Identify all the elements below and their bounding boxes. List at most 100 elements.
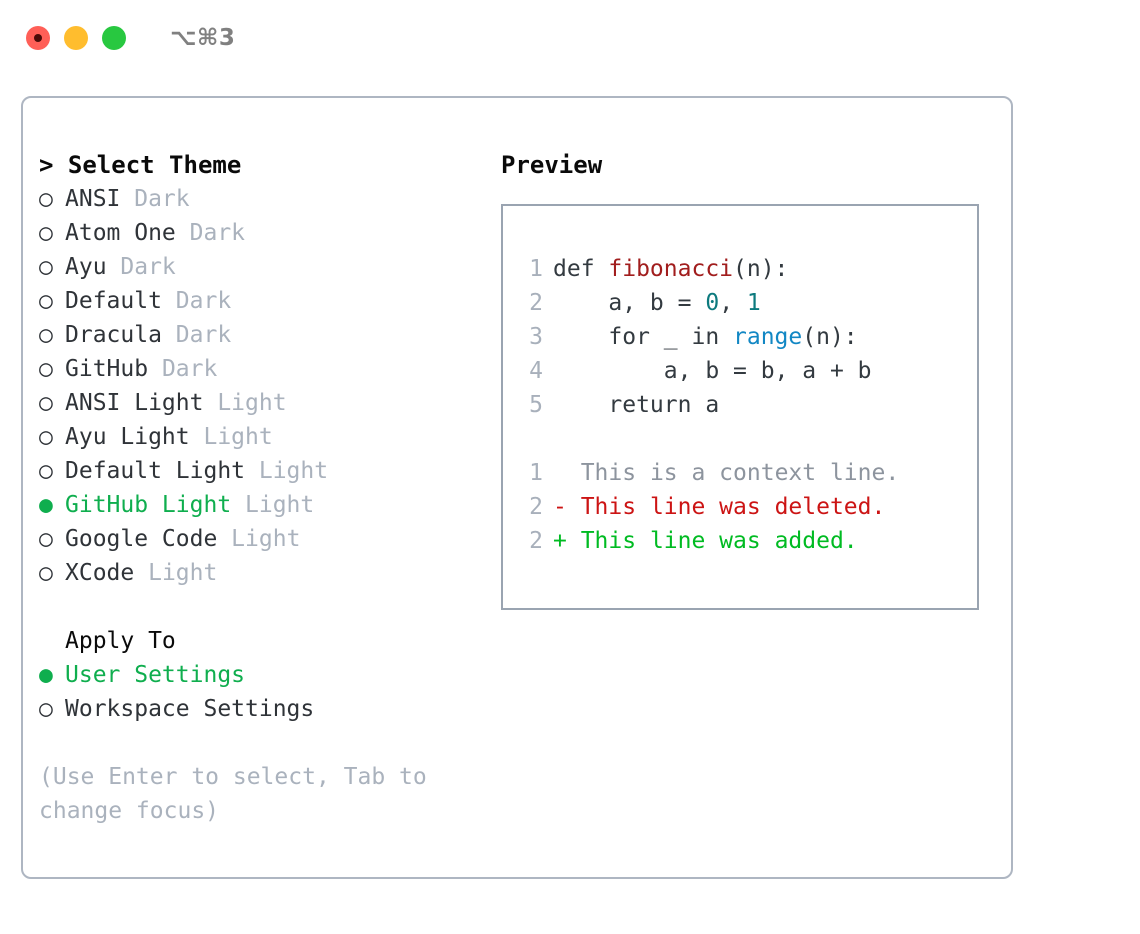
- code-line: 5 return a: [521, 388, 977, 422]
- code-token: fibonacci: [608, 256, 734, 282]
- theme-item[interactable]: ○ Google Code Light: [39, 522, 489, 556]
- theme-item[interactable]: ○ANSI Dark: [39, 182, 489, 216]
- keyboard-hint-text: (Use Enter to select, Tab to change focu…: [39, 764, 427, 824]
- theme-item-name: Dracula: [65, 322, 162, 348]
- line-number: 1: [529, 460, 543, 486]
- code-line: 3 for _ in range(n):: [521, 320, 977, 354]
- radio-unselected-icon: ○: [39, 186, 53, 212]
- diff-text: This line was deleted.: [580, 494, 886, 520]
- theme-item[interactable]: ○ Ayu Dark: [39, 250, 489, 284]
- apply-to-option-label: Workspace Settings: [65, 696, 315, 722]
- line-number: 5: [529, 392, 543, 418]
- theme-item-name: XCode: [65, 560, 135, 586]
- line-number: 1: [529, 256, 543, 282]
- apply-to-option[interactable]: ● User Settings: [39, 658, 489, 692]
- theme-item-name: Default: [65, 288, 162, 314]
- theme-item-name: Default Light: [65, 458, 246, 484]
- keyboard-shortcut-label: ⌥⌘3: [170, 25, 236, 51]
- theme-item[interactable]: ○ GitHub Dark: [39, 352, 489, 386]
- diff-marker: [553, 460, 581, 486]
- code-token: ,: [719, 290, 747, 316]
- radio-unselected-icon: ○: [39, 288, 53, 314]
- close-button[interactable]: [26, 26, 50, 50]
- theme-item[interactable]: ● GitHub Light Light: [39, 488, 489, 522]
- code-line: 2 a, b = 0, 1: [521, 286, 977, 320]
- theme-item[interactable]: ○ Default Light Light: [39, 454, 489, 488]
- minimize-button[interactable]: [64, 26, 88, 50]
- code-token: 1: [746, 290, 761, 316]
- theme-list: ○ ANSI Dark ○ Atom One Dark ○ Ayu Dark ○ Defaul…: [39, 182, 489, 590]
- code-token: a, b =: [553, 290, 706, 316]
- line-number: 2: [529, 494, 543, 520]
- theme-item-name: Ayu: [65, 254, 107, 280]
- theme-item-variant: Dark: [175, 220, 246, 246]
- theme-item-variant: Dark: [161, 322, 232, 348]
- radio-unselected-icon: ○: [39, 526, 53, 552]
- window-controls: [26, 26, 126, 50]
- code-token: def: [553, 256, 609, 282]
- theme-item-name: Google Code: [65, 526, 218, 552]
- theme-item[interactable]: ○ Atom One Dark: [39, 216, 489, 250]
- theme-item-variant: Light: [134, 560, 218, 586]
- code-token: return a: [553, 392, 720, 418]
- theme-item-variant: Light: [217, 526, 301, 552]
- theme-item[interactable]: ○ Default Dark: [39, 284, 489, 318]
- theme-item-variant: Light: [231, 492, 315, 518]
- theme-item-name: Ayu Light: [65, 424, 190, 450]
- theme-item-name: GitHub Light: [65, 492, 232, 518]
- code-token: (n):: [733, 256, 789, 282]
- theme-item-variant: Light: [189, 424, 273, 450]
- code-token: range: [733, 324, 803, 350]
- title-bar: ⌥⌘3: [0, 0, 1140, 76]
- diff-block: 1 This is a context line.2- This line wa…: [521, 456, 977, 558]
- line-number: 4: [529, 358, 543, 384]
- apply-to-option-label: User Settings: [65, 662, 246, 688]
- radio-unselected-icon: ○: [39, 356, 53, 382]
- zoom-button[interactable]: [102, 26, 126, 50]
- diff-line: 2- This line was deleted.: [521, 490, 977, 524]
- code-token: a, b = b, a + b: [553, 358, 872, 384]
- diff-text: This is a context line.: [580, 460, 900, 486]
- radio-unselected-icon: ○: [39, 254, 53, 280]
- line-number: 3: [529, 324, 543, 350]
- theme-item-variant: Dark: [106, 254, 176, 280]
- preview-heading: Preview: [501, 151, 603, 179]
- diff-line: 1 This is a context line.: [521, 456, 977, 490]
- theme-item-variant: Dark: [161, 288, 232, 314]
- theme-selector-pane: > Select Theme ○ANSI Dark○Atom One Dark○…: [39, 148, 489, 828]
- main-panel: > Select Theme ○ANSI Dark○Atom One Dark○…: [21, 96, 1013, 879]
- theme-item[interactable]: ○ Ayu Light Light: [39, 420, 489, 454]
- radio-unselected-icon: ○: [39, 322, 53, 348]
- radio-selected-icon: ●: [39, 492, 53, 518]
- radio-selected-icon: ●: [39, 662, 53, 688]
- theme-item-name: ANSI: [65, 186, 121, 212]
- line-number: 2: [529, 290, 543, 316]
- theme-item[interactable]: ○XCode Light: [39, 556, 489, 590]
- theme-item-name: ANSI Light: [65, 390, 204, 416]
- radio-unselected-icon: ○: [39, 424, 53, 450]
- radio-unselected-icon: ○: [39, 390, 53, 416]
- line-number: 2: [529, 528, 543, 554]
- theme-item-name: GitHub: [65, 356, 149, 382]
- apply-to-option[interactable]: ○Workspace Settings: [39, 692, 489, 726]
- theme-item[interactable]: ○ ANSI Light Light: [39, 386, 489, 420]
- theme-item-variant: Dark: [148, 356, 218, 382]
- select-theme-heading: > Select Theme: [39, 151, 242, 179]
- code-token: (n):: [802, 324, 858, 350]
- apply-to-list: ● User Settings ○Workspace Settings: [39, 658, 489, 726]
- radio-unselected-icon: ○: [39, 220, 53, 246]
- theme-item-variant: Light: [245, 458, 329, 484]
- diff-marker: -: [553, 494, 581, 520]
- list-spacer: [39, 590, 489, 624]
- code-diff-spacer: [521, 422, 977, 456]
- diff-line: 2+ This line was added.: [521, 524, 977, 558]
- diff-text: This line was added.: [580, 528, 858, 554]
- theme-item[interactable]: ○ Dracula Dark: [39, 318, 489, 352]
- theme-item-variant: Light: [203, 390, 287, 416]
- theme-item-name: Atom One: [65, 220, 176, 246]
- code-token: 0: [705, 290, 720, 316]
- radio-unselected-icon: ○: [39, 458, 53, 484]
